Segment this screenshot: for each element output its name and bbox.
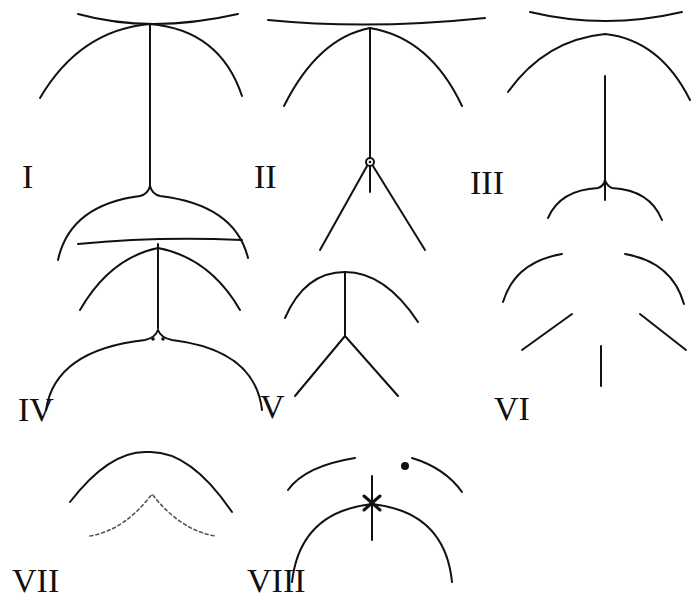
figure-seven xyxy=(70,452,232,536)
figure-numeral: III xyxy=(470,166,504,200)
figure-numeral: I xyxy=(22,160,33,194)
figure-numeral: VIII xyxy=(247,564,306,598)
figure-three xyxy=(508,12,690,220)
figure-two xyxy=(268,18,485,250)
figure-numeral: VI xyxy=(494,392,530,426)
figure-five xyxy=(285,272,418,396)
figure-numeral: IV xyxy=(18,393,54,427)
figure-numeral: V xyxy=(260,390,285,424)
figure-one xyxy=(40,14,248,260)
figure-six xyxy=(503,254,686,386)
figure-four xyxy=(46,239,262,410)
figure-numeral: VII xyxy=(12,564,59,598)
figure-eight xyxy=(288,458,462,582)
figure-numeral: II xyxy=(254,160,277,194)
